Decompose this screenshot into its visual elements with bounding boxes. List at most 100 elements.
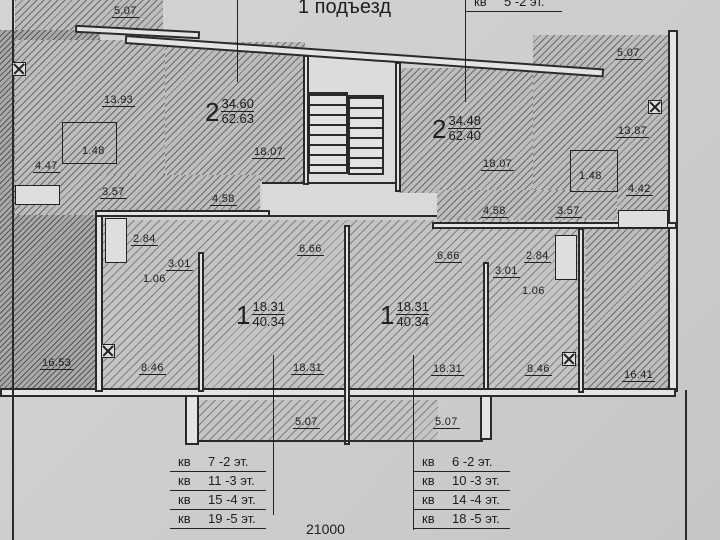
label-apt1r-living: 18.31 <box>431 363 465 376</box>
balcony-post-left <box>185 395 199 445</box>
balcony-edge <box>198 440 483 442</box>
label-apt2l-hall: 4.58 <box>210 193 237 206</box>
leader-apt2l <box>237 0 238 82</box>
leader-apt1r <box>413 355 414 530</box>
label-left-room: 13.93 <box>102 94 136 107</box>
balcony-post-right <box>480 395 492 440</box>
outer-wall-right <box>668 30 678 392</box>
apt1-balcony <box>198 400 438 440</box>
bathtub-right <box>618 210 668 228</box>
apt2-left-room <box>165 42 305 182</box>
wc-right <box>570 150 618 192</box>
apt2-left-hall <box>100 175 260 215</box>
left-sheet-line <box>12 0 14 540</box>
label-left-big-room: 16.53 <box>40 357 74 370</box>
vent-shaft-right <box>648 100 662 114</box>
wall-mid-horizontal <box>95 210 270 217</box>
wall-mid-horizontal-right <box>432 222 677 229</box>
right-big-room <box>585 228 673 388</box>
label-top-left-balcony: 5.07 <box>112 5 139 18</box>
leader-apt2r <box>465 0 466 102</box>
label-top-right-balcony: 5.07 <box>615 47 642 60</box>
label-apt2l-room: 18.07 <box>252 146 286 159</box>
label-apt1r-balcony: 5.07 <box>433 416 460 429</box>
bathtub-apt1l <box>105 218 127 263</box>
label-right-corridor: 3.57 <box>555 205 582 218</box>
room-count: 2 <box>432 113 447 144</box>
label-apt1l-hall: 3.01 <box>166 258 193 271</box>
label-apt1l-room: 8.46 <box>139 362 166 375</box>
label-apt2r-room: 18.07 <box>481 158 515 171</box>
living-area: 18.31 <box>252 299 286 315</box>
label-apt1l-kitchen: 6.66 <box>297 243 324 256</box>
label-right-room: 13.87 <box>616 125 650 138</box>
label-apt2r-hall: 4.58 <box>481 205 508 218</box>
outer-wall-bottom <box>0 388 676 397</box>
living-area: 18.31 <box>396 299 430 315</box>
label-apt1r-room: 8.46 <box>525 363 552 376</box>
wc-left <box>62 122 117 164</box>
label-apt1r-bath: 2.84 <box>524 250 551 263</box>
wall-stair-right <box>395 62 401 192</box>
label-apt1l-bath: 2.84 <box>131 233 158 246</box>
overall-dimension: 21000 <box>306 521 345 537</box>
leader-apt1l <box>273 355 274 515</box>
label-left-hall-small: 4.47 <box>33 160 60 173</box>
wall-right-bath <box>578 228 584 393</box>
room-count: 2 <box>205 96 220 127</box>
label-apt1r-wc: 1.06 <box>522 285 545 297</box>
living-area: 34.60 <box>221 96 255 112</box>
vent-shaft-left <box>12 62 26 76</box>
wall-apt1r-room <box>483 262 489 390</box>
total-area: 40.34 <box>252 314 286 329</box>
wall-stair-left <box>303 55 309 185</box>
label-apt1l-wc: 1.06 <box>143 273 166 285</box>
apt1-left-area <box>100 220 348 390</box>
right-sheet-line <box>685 390 687 540</box>
label-right-hall-small: 4.42 <box>626 183 653 196</box>
room-count: 1 <box>380 299 395 330</box>
label-left-wc: 1.48 <box>82 145 105 157</box>
total-area: 62.40 <box>448 128 482 143</box>
bathtub-apt1r <box>555 235 577 280</box>
label-right-big-room: 16.41 <box>622 369 656 382</box>
entrance-title: 1 подъезд <box>298 0 392 18</box>
label-apt1l-balcony: 5.07 <box>293 416 320 429</box>
apt2-right-hall <box>437 190 617 220</box>
total-area: 62.63 <box>221 111 255 126</box>
stairs-flight-right <box>348 95 384 175</box>
wall-apt1l-room <box>198 252 204 392</box>
label-apt1l-living: 18.31 <box>291 362 325 375</box>
wall-left-inner <box>95 212 103 392</box>
wall-apt1-divider <box>344 225 350 445</box>
vent-shaft-apt1r <box>562 352 576 366</box>
room-count: 1 <box>236 299 251 330</box>
label-right-wc: 1.48 <box>579 170 602 182</box>
bathtub-left <box>15 185 60 205</box>
stairs-flight-left <box>308 92 348 174</box>
vent-shaft-apt1l <box>101 344 115 358</box>
total-area: 40.34 <box>396 314 430 329</box>
label-apt1r-hall: 3.01 <box>493 265 520 278</box>
label-apt1r-kitchen: 6.66 <box>435 250 462 263</box>
apt1-right-area <box>348 220 586 390</box>
label-left-corridor: 3.57 <box>100 186 127 199</box>
top-left-balcony <box>15 0 163 30</box>
